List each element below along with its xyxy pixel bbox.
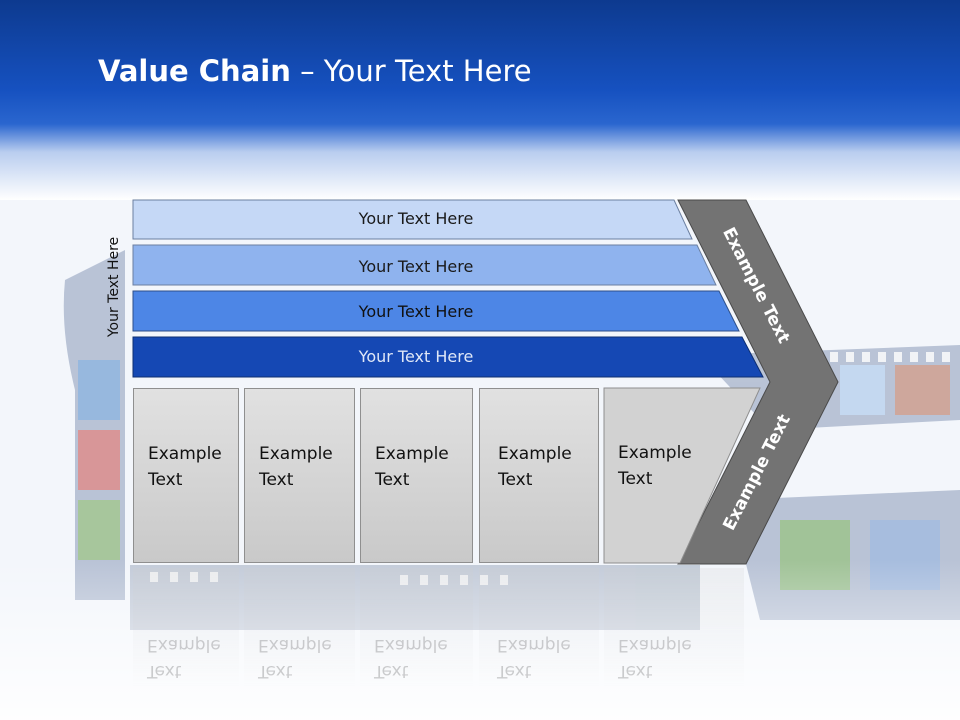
box-4-line2: Text xyxy=(498,470,533,490)
reflection-box-5: Text Example xyxy=(604,568,744,688)
reflection-box-4: Text Example xyxy=(479,568,599,688)
reflection-2-line1: Example xyxy=(258,635,332,655)
reflection-box-3: Text Example xyxy=(360,568,473,688)
box-5-line1: Example xyxy=(618,443,692,463)
reflection-4-line2: Text xyxy=(497,661,532,681)
band-1 xyxy=(132,199,693,240)
slide-title: Value Chain – Your Text Here xyxy=(98,54,532,88)
box-1-line1: Example xyxy=(148,444,222,464)
reflection-box-1: Text Example xyxy=(133,568,239,688)
band-label-1: Your Text Here xyxy=(358,209,474,228)
band-2 xyxy=(132,244,717,286)
box-4-line1: Example xyxy=(498,444,572,464)
reflection-1-line2: Text xyxy=(147,661,182,681)
box-5-line2: Text xyxy=(618,469,653,489)
box-3-line2: Text xyxy=(375,470,410,490)
box-2-line2: Text xyxy=(259,470,294,490)
title-rest: – Your Text Here xyxy=(290,54,532,88)
band-label-4: Your Text Here xyxy=(358,347,474,366)
reflection-2-line2: Text xyxy=(258,661,293,681)
reflection-5-line2: Text xyxy=(618,661,653,681)
reflection-3-line2: Text xyxy=(374,661,409,681)
box-3-line1: Example xyxy=(375,444,449,464)
last-box-slant-fill xyxy=(603,387,761,564)
reflection-4-line1: Example xyxy=(497,635,571,655)
band-label-3: Your Text Here xyxy=(358,302,474,321)
band-3 xyxy=(132,290,740,332)
reflection-3-line1: Example xyxy=(374,635,448,655)
title-bold: Value Chain xyxy=(98,54,291,88)
box-2-line1: Example xyxy=(259,444,333,464)
header-banner: Value Chain – Your Text Here xyxy=(0,0,960,200)
chevron-arrow xyxy=(677,199,839,565)
box-1-line2: Text xyxy=(148,470,183,490)
reflection-5-line1: Example xyxy=(618,635,692,655)
band-4 xyxy=(132,336,764,378)
reflection-box-2: Text Example xyxy=(244,568,355,688)
reflection-1-line1: Example xyxy=(147,635,221,655)
band-label-2: Your Text Here xyxy=(358,257,474,276)
